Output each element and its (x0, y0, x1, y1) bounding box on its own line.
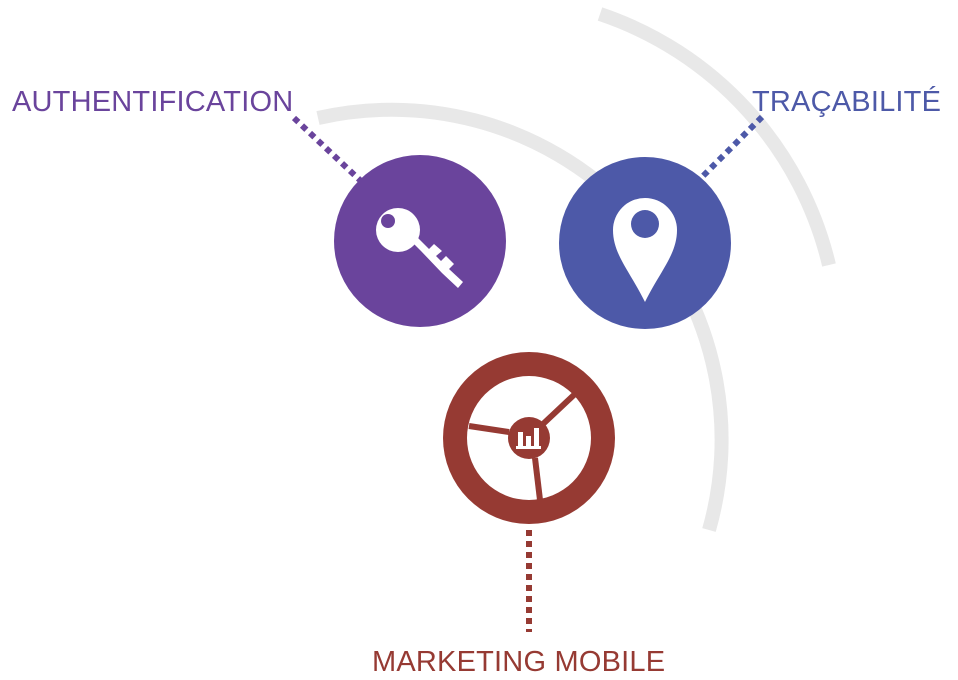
label-marketing: MARKETING MOBILE (372, 646, 666, 678)
key-hole (381, 214, 395, 228)
connector-authentication (291, 115, 367, 187)
map-pin-icon (613, 198, 677, 302)
tracability-node (559, 157, 731, 329)
authentication-node (334, 155, 506, 327)
analytics-donut-icon (467, 376, 591, 501)
label-tracability: TRAÇABILITÉ (752, 86, 942, 118)
background-arc-outer (597, 7, 836, 267)
marketing-node (443, 352, 615, 524)
connector-tracability (693, 114, 765, 186)
label-authentication: AUTHENTIFICATION (12, 86, 294, 118)
